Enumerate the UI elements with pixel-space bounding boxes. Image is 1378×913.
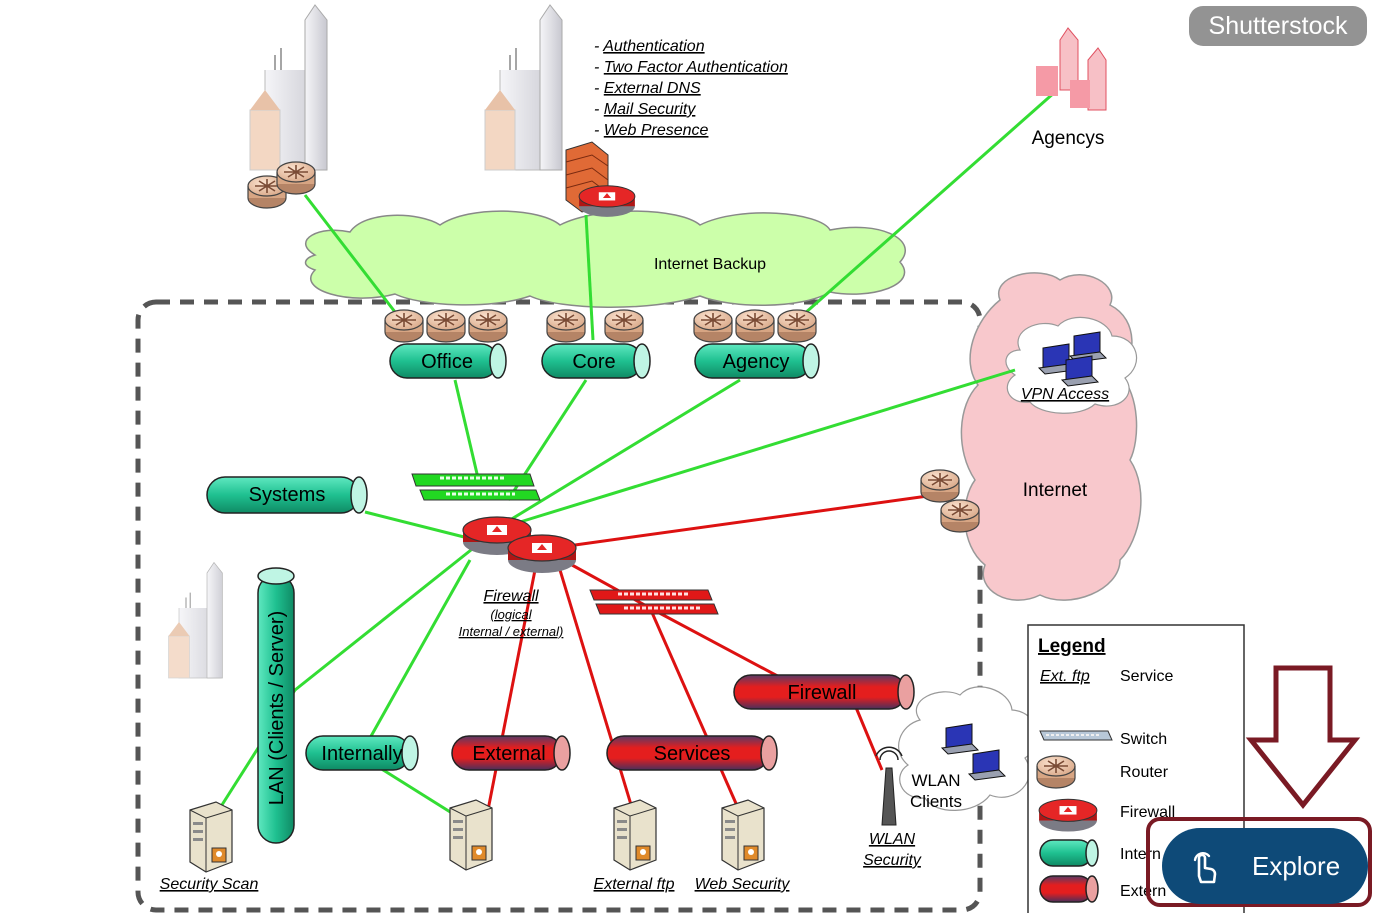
router-icon — [1036, 755, 1076, 789]
legend-external-pipe — [1039, 875, 1099, 903]
firewall-icon — [578, 185, 636, 218]
web-security-label: Web Security — [695, 876, 791, 893]
server-icon — [449, 799, 493, 871]
switch-icon — [1039, 730, 1113, 741]
svg-text:- Authentication: - Authentication — [594, 38, 705, 55]
shutterstock-watermark: Shutterstock — [1189, 6, 1367, 46]
internet-backup-label: Internet Backup — [654, 256, 766, 273]
pipe-label: External — [472, 743, 545, 765]
switch-icon — [589, 589, 719, 615]
pipe-label: Services — [654, 743, 731, 765]
explore-button[interactable]: Explore — [1162, 828, 1368, 904]
router-icon — [604, 309, 644, 343]
pipe-systems: Systems — [206, 476, 368, 514]
service-item: Mail Security — [604, 101, 697, 118]
pipe-lan: LAN (Clients / Server) — [257, 567, 295, 844]
legend-internal-pipe — [1039, 839, 1099, 867]
scan-building-icon — [167, 561, 223, 679]
router-icon — [920, 469, 960, 503]
firewall-logical-label: Firewall — [483, 588, 539, 605]
service-item: External DNS — [604, 80, 701, 97]
security-scan-label: Security Scan — [160, 876, 259, 893]
legend-router-label: Router — [1120, 764, 1169, 781]
core-building-icon — [484, 4, 563, 171]
router-icon — [384, 309, 424, 343]
pipe-label: LAN (Clients / Server) — [266, 611, 288, 806]
agency-building-icon — [1036, 27, 1107, 111]
pipe-label: Firewall — [788, 682, 857, 704]
pipe-office: Office — [389, 343, 507, 379]
router-icon — [735, 309, 775, 343]
down-arrow-icon — [1245, 665, 1361, 810]
server-icon — [189, 801, 233, 873]
antenna-icon — [875, 746, 903, 826]
legend-switch-label: Switch — [1120, 731, 1167, 748]
server-icon — [613, 799, 657, 871]
vpn-access-label: VPN Access — [1021, 386, 1109, 403]
pipe-label: Office — [421, 351, 473, 373]
explore-highlight-frame — [1146, 817, 1372, 907]
legend-internal-label: Intern — [1120, 846, 1161, 863]
firewall-logical-sub1: (logical — [490, 607, 532, 622]
pipe-internally: Internally — [305, 735, 419, 771]
wlan-clients-label-2: Clients — [910, 792, 962, 811]
router-icon — [693, 309, 733, 343]
hand-tap-icon — [1193, 852, 1217, 884]
legend-title: Legend — [1038, 636, 1106, 657]
pipe-external: External — [451, 735, 571, 771]
explore-label: Explore — [1252, 850, 1341, 881]
pipe-core: Core — [541, 343, 651, 379]
internet-cloud — [960, 272, 1142, 601]
pipe-label: Internally — [321, 743, 402, 765]
internet-backup-cloud — [304, 210, 906, 308]
router-icon — [777, 309, 817, 343]
router-icon — [468, 309, 508, 343]
pipe-label: Systems — [249, 484, 326, 506]
firewall-icon — [1038, 798, 1098, 833]
internal-zone-border — [135, 299, 983, 913]
router-icon — [276, 161, 316, 195]
legend-firewall-label: Firewall — [1120, 804, 1175, 821]
red-links — [486, 493, 936, 811]
service-list: - Authentication - Two Factor Authentica… — [594, 38, 788, 139]
legend-service-sample: Ext. ftp — [1040, 668, 1090, 685]
agencys-label: Agencys — [1032, 128, 1105, 149]
wlan-clients-label-1: WLAN — [911, 771, 960, 790]
internet-label: Internet — [1023, 480, 1088, 501]
router-icon — [940, 499, 980, 533]
wlan-security-label-2: Security — [863, 852, 922, 869]
office-building-icon — [249, 4, 328, 171]
svg-text:- Mail Security: - Mail Security — [594, 101, 696, 118]
router-icon — [546, 309, 586, 343]
svg-text:- Two Factor Authentication: - Two Factor Authentication — [594, 59, 788, 76]
legend-service-label: Service — [1120, 668, 1173, 685]
svg-text:- Web Presence: - Web Presence — [594, 122, 709, 139]
switch-icon — [411, 473, 541, 501]
pipe-label: Core — [572, 351, 615, 373]
firewall-logical-sub2: Internal / external) — [459, 624, 564, 639]
service-item: Two Factor Authentication — [604, 59, 788, 76]
service-item: Authentication — [602, 38, 705, 55]
svg-text:- External DNS: - External DNS — [594, 80, 701, 97]
pipe-label: Agency — [723, 351, 790, 373]
pipe-firewall: Firewall — [733, 674, 915, 710]
external-ftp-label: External ftp — [594, 876, 675, 893]
router-icon — [426, 309, 466, 343]
wlan-security-label-1: WLAN — [869, 831, 916, 848]
firewall-icon — [507, 534, 577, 574]
pipe-services: Services — [606, 735, 778, 771]
service-item: Web Presence — [604, 122, 709, 139]
server-icon — [721, 799, 765, 871]
pipe-agency: Agency — [694, 343, 820, 379]
green-links — [218, 90, 1056, 817]
